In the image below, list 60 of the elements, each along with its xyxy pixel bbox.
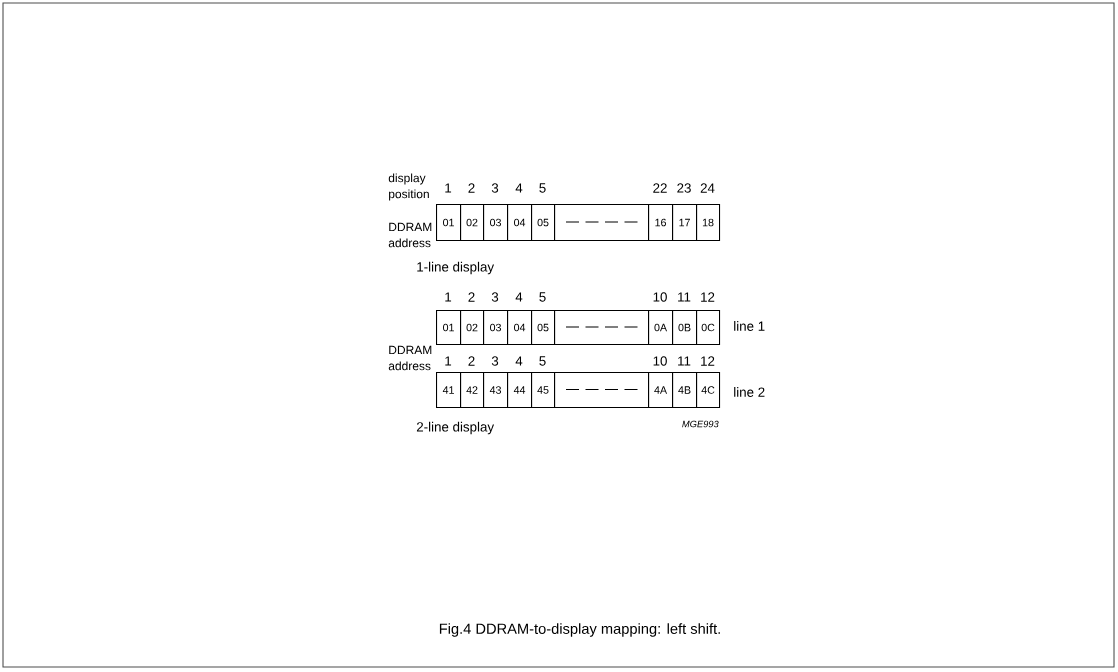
position-number: 11 <box>678 292 691 302</box>
row-label: line 2 <box>734 387 765 397</box>
address-cell: 4C <box>696 372 721 409</box>
row-label: DDRAM address <box>388 222 432 248</box>
address-cell: 01 <box>436 310 462 346</box>
row-label: 1-line display <box>417 261 495 275</box>
address-cell: 02 <box>460 310 485 346</box>
position-number: 4 <box>515 292 523 302</box>
address-cell: 41 <box>436 372 462 409</box>
position-number: 3 <box>491 292 499 302</box>
address-cell: 16 <box>648 204 674 242</box>
address-cell: 0C <box>696 310 721 346</box>
address-cell: 17 <box>672 204 698 242</box>
address-cell: 42 <box>460 372 485 409</box>
position-number: 1 <box>445 292 452 302</box>
address-cell: 05 <box>531 204 556 242</box>
ellipsis-cell <box>554 372 650 409</box>
address-cell: 43 <box>483 372 509 409</box>
position-number: 2 <box>468 356 475 366</box>
address-cell: 04 <box>507 310 533 346</box>
caption: Fig.4 DDRAM-to-display mapping: left shift. <box>439 623 720 637</box>
position-number: 3 <box>491 356 499 366</box>
address-cell: 02 <box>460 204 485 242</box>
position-number: 10 <box>653 292 667 302</box>
address-cell: 05 <box>531 310 556 346</box>
ellipsis-cell <box>554 310 650 346</box>
position-number: 5 <box>539 183 546 193</box>
position-number: 24 <box>700 183 715 193</box>
position-number: 22 <box>653 183 667 193</box>
address-cell: 0B <box>672 310 698 346</box>
row-label: DDRAM address <box>388 345 432 371</box>
address-cell: 03 <box>483 204 509 242</box>
row-label: 2-line display <box>416 421 495 435</box>
address-cell: 04 <box>507 204 533 242</box>
row-label: line 1 <box>734 321 765 331</box>
address-cell: 44 <box>507 372 533 409</box>
position-number: 12 <box>701 292 715 302</box>
position-number: 5 <box>539 292 546 302</box>
position-number: 2 <box>468 183 475 193</box>
position-number: 4 <box>515 356 523 366</box>
position-number: 11 <box>678 356 691 366</box>
position-number: 12 <box>701 356 715 366</box>
position-number: 3 <box>491 183 499 193</box>
ellipsis-cell <box>554 204 650 242</box>
position-number: 1 <box>445 356 452 366</box>
address-cell: 01 <box>436 204 462 242</box>
row-label: display position <box>388 173 429 201</box>
position-number: 1 <box>445 183 452 193</box>
address-cell: 4B <box>672 372 698 409</box>
address-cell: 03 <box>483 310 509 346</box>
address-cell: 18 <box>696 204 721 242</box>
position-number: 5 <box>539 356 546 366</box>
address-cell: 4A <box>648 372 674 409</box>
position-number: 23 <box>677 183 691 193</box>
figure-code: MGE993 <box>682 420 719 428</box>
position-number: 2 <box>468 292 475 302</box>
address-cell: 0A <box>648 310 674 346</box>
address-cell: 45 <box>531 372 556 409</box>
position-number: 10 <box>653 356 667 366</box>
position-number: 4 <box>515 183 523 193</box>
